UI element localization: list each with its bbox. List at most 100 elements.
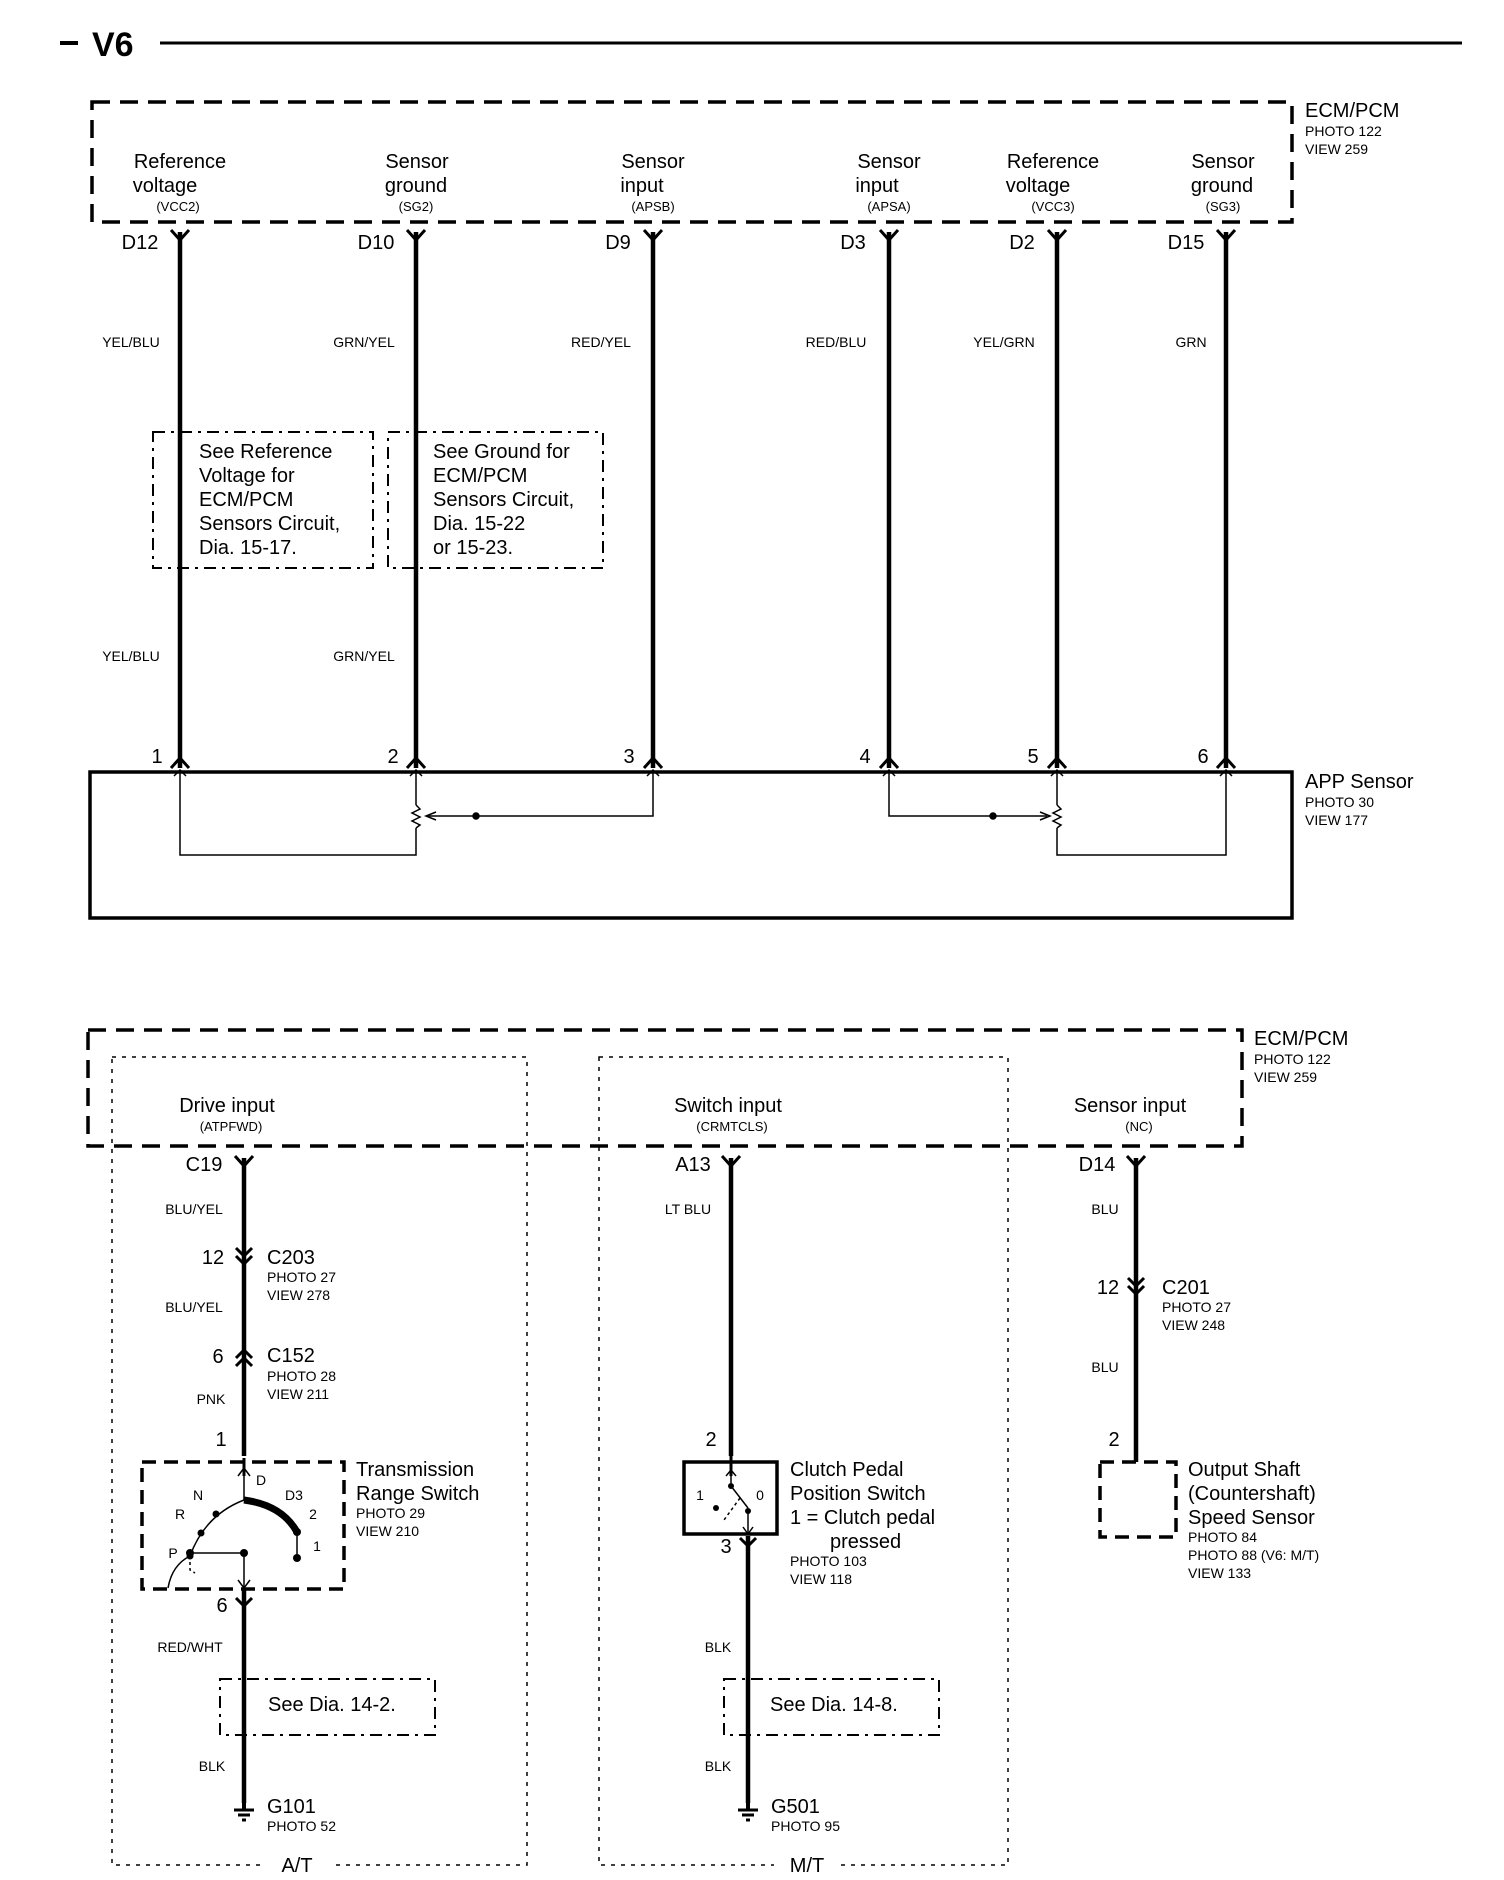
ground-icon (738, 1800, 758, 1822)
at-wire-3: PNK (197, 1391, 226, 1407)
footer-mt: M/T (790, 1855, 824, 1877)
cpps-name-1: Clutch Pedal (790, 1459, 903, 1481)
c152-view: VIEW 211 (267, 1386, 329, 1402)
wire-color-d10-lower: GRN/YEL (333, 648, 395, 664)
drive-input-label: Drive input (179, 1095, 275, 1117)
svg-text:(VCC3): (VCC3) (1031, 199, 1074, 214)
switch-input-label: Switch input (674, 1095, 782, 1117)
app-sensor-box: APP Sensor PHOTO 30 VIEW 177 (88, 770, 1414, 920)
g501-photo: PHOTO 95 (771, 1818, 840, 1834)
svg-text:ECM/PCM: ECM/PCM (433, 465, 527, 487)
svg-text:1: 1 (313, 1538, 321, 1554)
oss-view: VIEW 133 (1188, 1565, 1251, 1581)
output-shaft-speed-sensor: Output Shaft (Countershaft) Speed Sensor… (1098, 1459, 1319, 1581)
wire-color-d10: GRN/YEL (333, 334, 395, 350)
c152-pin: 6 (212, 1346, 223, 1368)
wire-color-d15: GRN (1175, 334, 1206, 350)
ns-wire-1: BLU (1091, 1201, 1118, 1217)
svg-text:Sensor: Sensor (621, 151, 685, 173)
ecm-bottom-photo: PHOTO 122 (1254, 1051, 1331, 1067)
svg-text:voltage: voltage (1006, 175, 1071, 197)
ecm-top-terminal-1: Reference voltage (VCC2) (133, 151, 226, 214)
g101-name: G101 (267, 1796, 316, 1818)
c203-pin: 12 (202, 1247, 224, 1269)
app-pin-4: 4 (859, 746, 870, 768)
pin-d10: D10 (358, 232, 395, 254)
svg-text:voltage: voltage (133, 175, 198, 197)
ecm-top-terminal-2: Sensor ground (SG2) (385, 151, 449, 214)
cpps-photo: PHOTO 103 (790, 1553, 867, 1569)
svg-text:0: 0 (756, 1487, 764, 1503)
cpps-name-2: Position Switch (790, 1483, 926, 1505)
svg-text:(APSA): (APSA) (867, 199, 910, 214)
svg-text:ground: ground (1191, 175, 1253, 197)
pin-c19: C19 (186, 1154, 223, 1176)
svg-text:See Reference: See Reference (199, 441, 332, 463)
wire-color-d12: YEL/BLU (102, 334, 160, 350)
app-pin-3: 3 (623, 746, 634, 768)
clutch-pedal-position-switch: 1 0 Clutch Pedal Position Switch 1 = Clu… (682, 1456, 935, 1587)
svg-text:N: N (193, 1487, 203, 1503)
trs-name-1: Transmission (356, 1459, 474, 1481)
oss-photo-1: PHOTO 84 (1188, 1529, 1257, 1545)
svg-text:See Dia. 14-2.: See Dia. 14-2. (268, 1694, 396, 1716)
cpps-pin-top: 2 (705, 1429, 716, 1451)
app-pin-1: 1 (151, 746, 162, 768)
ecm-top-terminal-3: Sensor input (APSB) (620, 151, 685, 214)
svg-text:Dia. 15-17.: Dia. 15-17. (199, 537, 297, 559)
ecm-top-terminal-4: Sensor input (APSA) (855, 151, 921, 214)
ecm-top-photo: PHOTO 122 (1305, 123, 1382, 139)
svg-text:(SG3): (SG3) (1206, 199, 1241, 214)
svg-text:Reference: Reference (1007, 151, 1099, 173)
svg-text:Sensors Circuit,: Sensors Circuit, (433, 489, 574, 511)
footer-at: A/T (281, 1855, 312, 1877)
svg-text:Reference: Reference (134, 151, 226, 173)
app-sensor-view: VIEW 177 (1305, 812, 1368, 828)
svg-text:or 15-23.: or 15-23. (433, 537, 513, 559)
cpps-view: VIEW 118 (790, 1571, 852, 1587)
at-wire-4: RED/WHT (157, 1639, 223, 1655)
svg-text:D: D (256, 1472, 266, 1488)
sensor-input-code: (NC) (1125, 1119, 1152, 1134)
svg-text:See Ground for: See Ground for (433, 441, 570, 463)
app-sensor-name: APP Sensor (1305, 771, 1414, 793)
wire-color-d9: RED/YEL (571, 334, 631, 350)
wire-color-d3: RED/BLU (806, 334, 867, 350)
svg-text:1: 1 (696, 1487, 704, 1503)
app-pin-6: 6 (1197, 746, 1208, 768)
cpps-note-1: 1 = Clutch pedal (790, 1507, 935, 1529)
svg-text:Sensor: Sensor (857, 151, 921, 173)
at-wire-1: BLU/YEL (165, 1201, 223, 1217)
g501-name: G501 (771, 1796, 820, 1818)
mt-wire-2: BLK (705, 1639, 732, 1655)
ecm-pcm-top-box: ECM/PCM PHOTO 122 VIEW 259 (90, 100, 1399, 224)
mt-wire-1: LT BLU (665, 1201, 711, 1217)
svg-text:2: 2 (309, 1506, 317, 1522)
trs-view: VIEW 210 (356, 1523, 419, 1539)
svg-text:(SG2): (SG2) (399, 199, 434, 214)
svg-text:D3: D3 (285, 1487, 303, 1503)
wire-color-d12-lower: YEL/BLU (102, 648, 160, 664)
c203-photo: PHOTO 27 (267, 1269, 336, 1285)
cpps-note-2: pressed (830, 1531, 901, 1553)
svg-text:P: P (168, 1545, 177, 1561)
pin-d15: D15 (1168, 232, 1205, 254)
svg-text:ECM/PCM: ECM/PCM (199, 489, 293, 511)
sensor-input-label: Sensor input (1074, 1095, 1187, 1117)
trs-pin-bot: 6 (216, 1595, 227, 1617)
oss-photo-2: PHOTO 88 (V6: M/T) (1188, 1547, 1319, 1563)
at-see-note: See Dia. 14-2. (219, 1678, 436, 1736)
ecm-top-terminal-6: Sensor ground (SG3) (1191, 151, 1255, 214)
wire-color-d2: YEL/GRN (973, 334, 1034, 350)
app-sensor-internal (173, 768, 1233, 856)
ns-wire-2: BLU (1091, 1359, 1118, 1375)
note-reference-voltage: See Reference Voltage for ECM/PCM Sensor… (152, 431, 374, 569)
ecm-bottom-name: ECM/PCM (1254, 1028, 1348, 1050)
svg-text:Sensors Circuit,: Sensors Circuit, (199, 513, 340, 535)
svg-text:Sensor: Sensor (1191, 151, 1255, 173)
ns-wires (1125, 1154, 1147, 1462)
note-ground: See Ground for ECM/PCM Sensors Circuit, … (387, 431, 604, 569)
svg-text:Voltage for: Voltage for (199, 465, 295, 487)
ecm-top-terminal-5: Reference voltage (VCC3) (1006, 151, 1099, 214)
